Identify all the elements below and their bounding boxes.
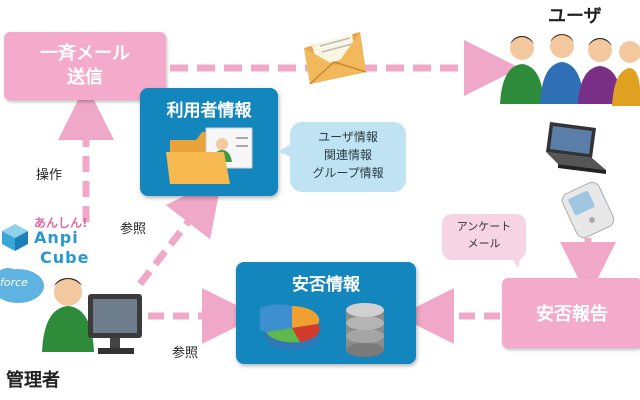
users-label: ユーザ [548, 6, 602, 27]
reference-label-userinfo: 参照 [120, 222, 147, 237]
salesforce-cloud-icon [0, 268, 44, 303]
safety-report-title: 安否報告 [536, 304, 608, 325]
arrow-admin-to-userinfo [137, 177, 223, 287]
admin-label: 管理者 [6, 370, 60, 391]
broadcast-line1: 一斉メール [40, 43, 130, 64]
user-group-icon [500, 34, 640, 106]
survey-line1: アンケート [456, 220, 512, 233]
anpicube-logo: あんしん! Anpi Cube [0, 214, 140, 276]
operate-label: 操作 [36, 168, 63, 183]
survey-bubble-tail [508, 252, 522, 268]
safety-report-node: 安否報告 [502, 278, 640, 348]
envelope-icon [304, 32, 367, 85]
bubble-line-user: ユーザ情報 [318, 130, 378, 144]
pie-chart-icon [260, 304, 320, 350]
safety-info-node: 安否情報 [236, 262, 416, 364]
reference-label-safety: 参照 [172, 346, 199, 361]
user-info-node: 利用者情報 [140, 88, 278, 196]
broadcast-mail-node: 一斉メール 送信 [4, 32, 166, 100]
folder-icon [166, 127, 253, 184]
user-info-details-bubble: ユーザ情報 関連情報 グループ情報 [290, 122, 406, 192]
laptop-icon [546, 122, 606, 174]
user-info-title: 利用者情報 [166, 101, 252, 121]
logo-line2: Anpi [34, 228, 79, 247]
cube-icon [2, 224, 28, 251]
logo-line3: Cube [40, 248, 90, 267]
survey-line2: メール [467, 237, 501, 250]
salesforce-text: force [0, 276, 28, 289]
database-icon [346, 303, 384, 357]
bubble-line-related: 関連情報 [323, 148, 372, 162]
safety-info-title: 安否情報 [292, 275, 360, 295]
broadcast-line2: 送信 [67, 67, 103, 88]
logo-line1: あんしん! [34, 216, 88, 230]
admin-person-icon [42, 278, 142, 354]
bubble-line-group: グループ情報 [312, 166, 384, 180]
bubble-tail [278, 142, 294, 158]
mobile-phone-icon [561, 181, 615, 239]
